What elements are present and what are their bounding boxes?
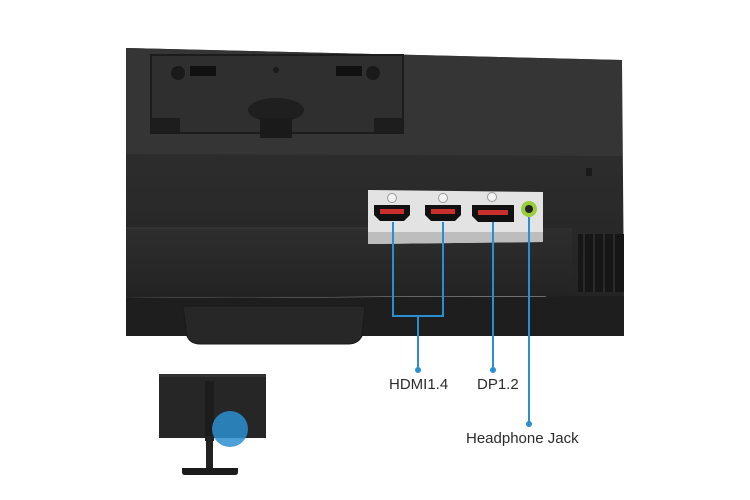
port-panel — [368, 190, 543, 244]
hdmi-label: HDMI1.4 — [389, 376, 449, 393]
headphone-jack-port — [521, 201, 537, 217]
port-location-highlight — [212, 411, 248, 447]
displayport-label: DP1.2 — [477, 376, 519, 393]
hdmi-callout-dot — [415, 367, 421, 373]
hdmi-port-2 — [425, 193, 461, 221]
monitor-thumbnail — [159, 374, 266, 475]
headphone-callout-dot — [526, 421, 532, 427]
hdmi-port-1 — [374, 193, 410, 221]
headphone-jack-label: Headphone Jack — [466, 430, 579, 447]
monitor-back — [126, 48, 624, 345]
dp-callout-dot — [490, 367, 496, 373]
vent-grille — [578, 234, 624, 292]
stand-neck — [182, 305, 366, 345]
displayport-port — [472, 192, 514, 222]
callout-lines — [392, 217, 530, 423]
